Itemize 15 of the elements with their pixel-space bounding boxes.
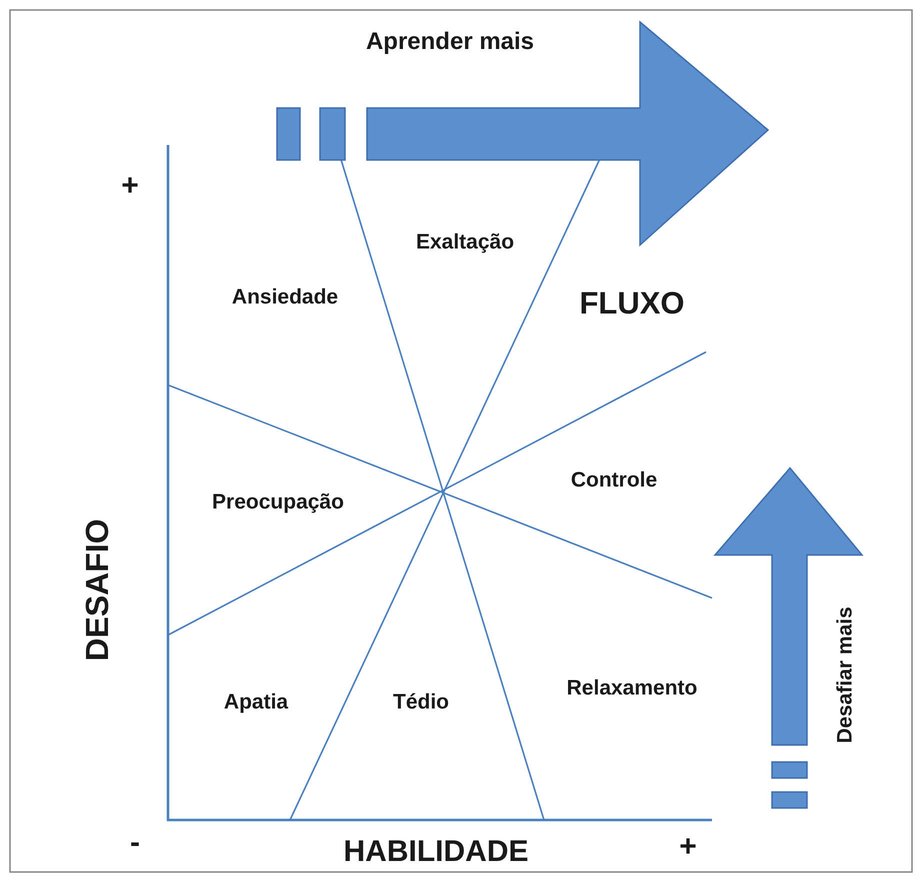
region-label: Apatia — [224, 692, 288, 712]
region-label: Relaxamento — [566, 678, 698, 698]
region-label: Tédio — [393, 692, 449, 712]
axis-end-sign: + — [121, 171, 139, 201]
region-label: Ansiedade — [232, 286, 338, 308]
axis-label: DESAFIO — [81, 518, 113, 662]
region-label: FLUXO — [579, 288, 685, 318]
arrow-label: Aprender mais — [366, 30, 534, 54]
axis-end-sign: + — [679, 832, 697, 862]
region-label: Preocupação — [212, 492, 344, 512]
axis-label: HABILIDADE — [344, 837, 528, 867]
region-label: Controle — [570, 470, 658, 490]
region-label: Exaltação — [416, 232, 514, 252]
arrow-label: Desafiar mais — [834, 606, 856, 744]
axis-end-sign: - — [130, 828, 140, 858]
